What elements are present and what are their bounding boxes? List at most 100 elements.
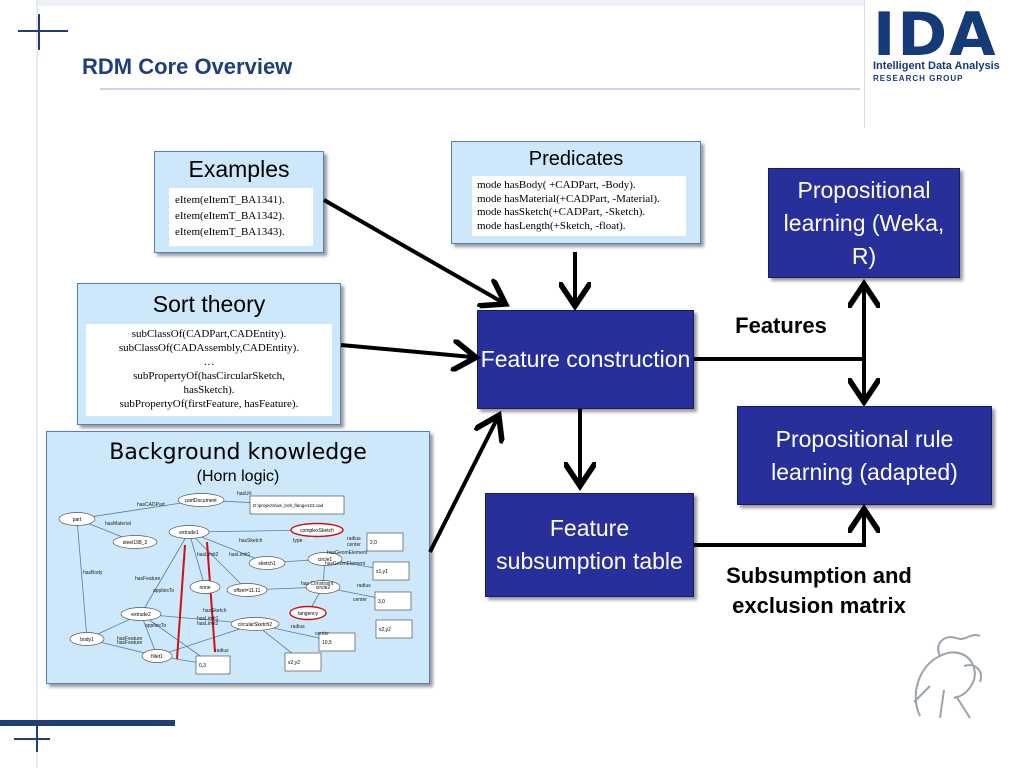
graph-edge (76, 518, 88, 640)
predicates-line: mode hasSketch(+CADPart, -Sketch). (477, 206, 646, 218)
graph-node-label: extrude2 (131, 612, 151, 618)
graph-edge-label: hasBody (83, 570, 103, 576)
logo-name: IDA (873, 0, 998, 70)
graph-edge (188, 531, 248, 591)
slide-top-band (36, 0, 1024, 6)
title-rule (100, 88, 860, 90)
graph-node-label: extrude1 (179, 530, 199, 536)
logo-line1: Intelligent Data Analysis (873, 60, 1000, 72)
graph-node: x1,y1 (372, 561, 410, 581)
graph-node: x2,y2 (375, 619, 413, 639)
ida-logo: IDA Intelligent Data Analysis RESEARCH G… (864, 0, 1024, 128)
graph-edge-label: hasLimit1 (197, 616, 219, 622)
graph-node: complexSketch (290, 522, 344, 538)
sort-theory-line: subPropertyOf(firstFeature, hasFeature). (119, 398, 299, 410)
graph-node: 10,5 (318, 632, 356, 652)
graph-node: fillet1 (141, 649, 173, 663)
predicates-box: Predicates mode hasBody( +CADPart, -Body… (451, 141, 701, 244)
graph-node-label: 0,3 (199, 663, 206, 669)
sort-theory-line: subClassOf(CADPart,CADEntity). (131, 328, 287, 340)
graph-edge-label: radius (215, 648, 229, 654)
graph-node: circle1 (307, 552, 343, 566)
background-title: Background knowledge (109, 440, 367, 465)
examples-content: eItem(eItemT_BA1341). eItem(eItemT_BA134… (169, 188, 313, 246)
examples-line: eItem(eItemT_BA1342). (175, 210, 285, 222)
graph-node: 3,0 (374, 591, 412, 611)
graph-node: extrude1 (168, 525, 210, 539)
graph-node: 2,0 (366, 532, 404, 552)
graph-edge-label: type (293, 538, 303, 544)
graph-node: offset=11.11 (226, 583, 268, 597)
feature-construction-box: Feature construction (477, 310, 694, 409)
graph-node-label: part (73, 517, 82, 523)
propositional-learning-box: Propositional learning (Weka, R) (768, 168, 960, 278)
propositional-rule-label: Propositional rule learning (adapted) (771, 425, 958, 485)
graph-edge-label: hasUrl (237, 491, 251, 497)
graph-edge-label: radius (357, 583, 371, 589)
graph-edge-label: hasMaterial (105, 521, 131, 527)
graph-node: x2,y2 (284, 652, 322, 672)
corner-mark-horizontal (18, 30, 68, 32)
graph-node-label: circle2 (316, 585, 331, 591)
graph-node: part (58, 512, 96, 526)
graph-edge-label: center (353, 597, 367, 603)
propositional-rule-box: Propositional rule learning (adapted) (737, 406, 992, 505)
background-graph: partDocument D:\projects\ws_bolt_flange12… (58, 491, 413, 675)
graph-node: extrude2 (120, 607, 162, 621)
graph-node: partDocument (177, 493, 225, 507)
graph-edge-label: hasLimit2 (197, 621, 219, 627)
features-label: Features (735, 313, 827, 338)
graph-edge-label: hasFeature (117, 640, 143, 646)
graph-node: none (189, 580, 221, 594)
slide-left-rule (36, 0, 38, 768)
propositional-learning-label: Propositional learning (Weka, R) (783, 176, 945, 269)
graph-node-label: circle1 (318, 557, 333, 563)
subsumption-label: Subsumption and exclusion matrix (726, 563, 912, 618)
graph-edge (140, 531, 190, 615)
graph-node-label: 2,0 (370, 540, 377, 546)
graph-node: body1 (69, 632, 105, 646)
sort-theory-line: subClassOf(CADAssembly,CADEntity). (118, 342, 300, 354)
graph-node: tangency (289, 605, 327, 621)
background-knowledge-box: Background knowledge (Horn logic) partDo… (46, 431, 430, 684)
bottom-corner-mark-h (14, 738, 50, 740)
graph-node: steel198_2 (112, 535, 158, 549)
sort-theory-line: … (203, 356, 215, 368)
graph-node-label: tangency (298, 611, 319, 617)
graph-edge-label: center (347, 542, 361, 548)
graph-node-label: x2,y2 (288, 660, 300, 666)
graph-edge-label: hasLimit1 (229, 552, 251, 558)
graph-edge-label: hasGeomElement (325, 561, 366, 567)
graph-node-label: body1 (80, 637, 94, 643)
feature-subsumption-box: Feature subsumption table (485, 493, 694, 597)
bottom-left-band (0, 720, 175, 726)
corner-mark-vertical (38, 14, 40, 50)
graph-node-label: partDocument (185, 498, 217, 504)
graph-node-label: x2,y2 (379, 627, 391, 633)
graph-node-label: complexSketch (300, 528, 334, 534)
graph-node-label: steel198_2 (123, 540, 148, 546)
graph-node-label: none (199, 585, 210, 591)
graph-node-label: 3,0 (378, 599, 385, 605)
graph-node: 0,3 (195, 655, 231, 675)
predicates-line: mode hasLength(+Sketch, -float). (477, 219, 626, 232)
graph-node-label: circularSketch2 (238, 622, 272, 628)
graph-edge-label: appliesTo (153, 588, 174, 594)
examples-title: Examples (188, 156, 290, 182)
examples-line: eItem(eItemT_BA1343). (175, 226, 285, 238)
graph-edge-label: hasCADPart (137, 502, 165, 508)
examples-line: eItem(eItemT_BA1341). (175, 194, 285, 206)
graph-node: circle2 (305, 580, 341, 594)
graph-edge-label: has Constraint (301, 581, 334, 587)
sort-theory-box: Sort theory subClassOf(CADPart,CADEntity… (77, 283, 341, 425)
examples-box: Examples eItem(eItemT_BA1341). eItem(eIt… (154, 151, 324, 253)
graph-edge-label: radius (291, 624, 305, 630)
highlight-edge (206, 541, 216, 653)
predicates-content: mode hasBody( +CADPart, -Body). mode has… (472, 176, 686, 236)
graph-edge-label: hasSketch (239, 538, 263, 544)
predicates-title: Predicates (528, 148, 624, 170)
graph-node: D:\projects\ws_bolt_flange123.cad (249, 495, 345, 515)
feature-subsumption-label: Feature subsumption table (496, 515, 683, 574)
logo-line2: RESEARCH GROUP (873, 74, 964, 83)
graph-edge (188, 531, 206, 588)
